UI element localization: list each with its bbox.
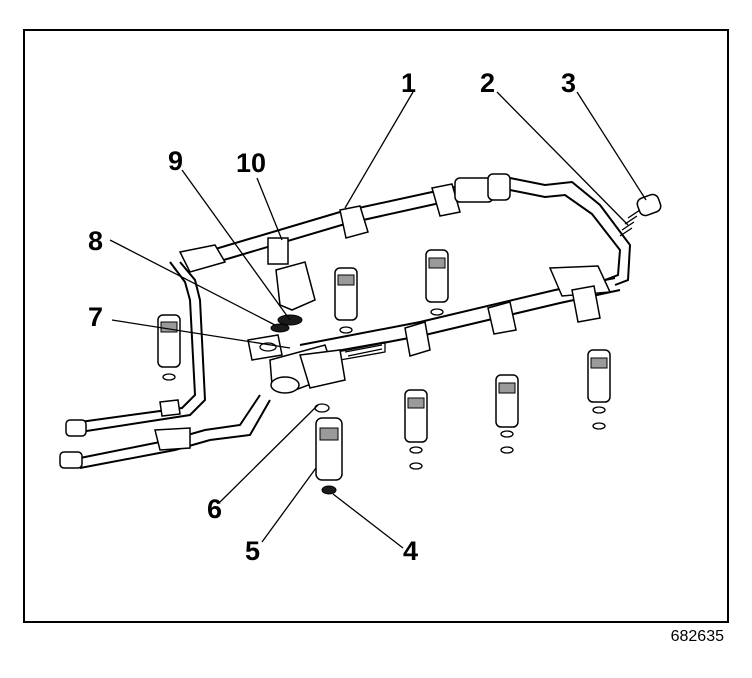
injector-front-1 <box>404 389 428 470</box>
injector-exploded <box>314 403 343 495</box>
injector-front-2 <box>495 374 519 454</box>
injector-rear-2 <box>425 249 449 316</box>
callout-4: 4 <box>403 536 418 566</box>
callout-8: 8 <box>88 226 103 256</box>
diagram-frame <box>23 29 729 623</box>
callout-2: 2 <box>480 68 495 98</box>
rear-fuel-rail <box>178 173 511 273</box>
callout-5: 5 <box>245 536 260 566</box>
injector-rear-3 <box>157 314 181 381</box>
front-fuel-rail <box>299 265 621 361</box>
fuel-pressure-regulator <box>267 237 346 394</box>
callout-7: 7 <box>88 302 103 332</box>
injector-front-3 <box>587 349 611 430</box>
fuel-feed-return-pipes <box>59 261 271 469</box>
callout-10: 10 <box>236 148 266 178</box>
port-bracket <box>247 334 283 361</box>
callout-labels: 1 2 3 4 5 6 7 8 9 10 <box>88 68 576 566</box>
callout-9: 9 <box>168 146 183 176</box>
injector-rear-1 <box>334 267 358 334</box>
fuel-injectors <box>157 249 611 495</box>
figure-id: 682635 <box>670 628 724 645</box>
callout-6: 6 <box>207 494 222 524</box>
callout-3: 3 <box>561 68 576 98</box>
leader-lines <box>109 91 647 549</box>
fuel-pressure-test-valve <box>619 193 662 237</box>
callout-1: 1 <box>401 68 416 98</box>
crossover-tube <box>509 177 632 286</box>
